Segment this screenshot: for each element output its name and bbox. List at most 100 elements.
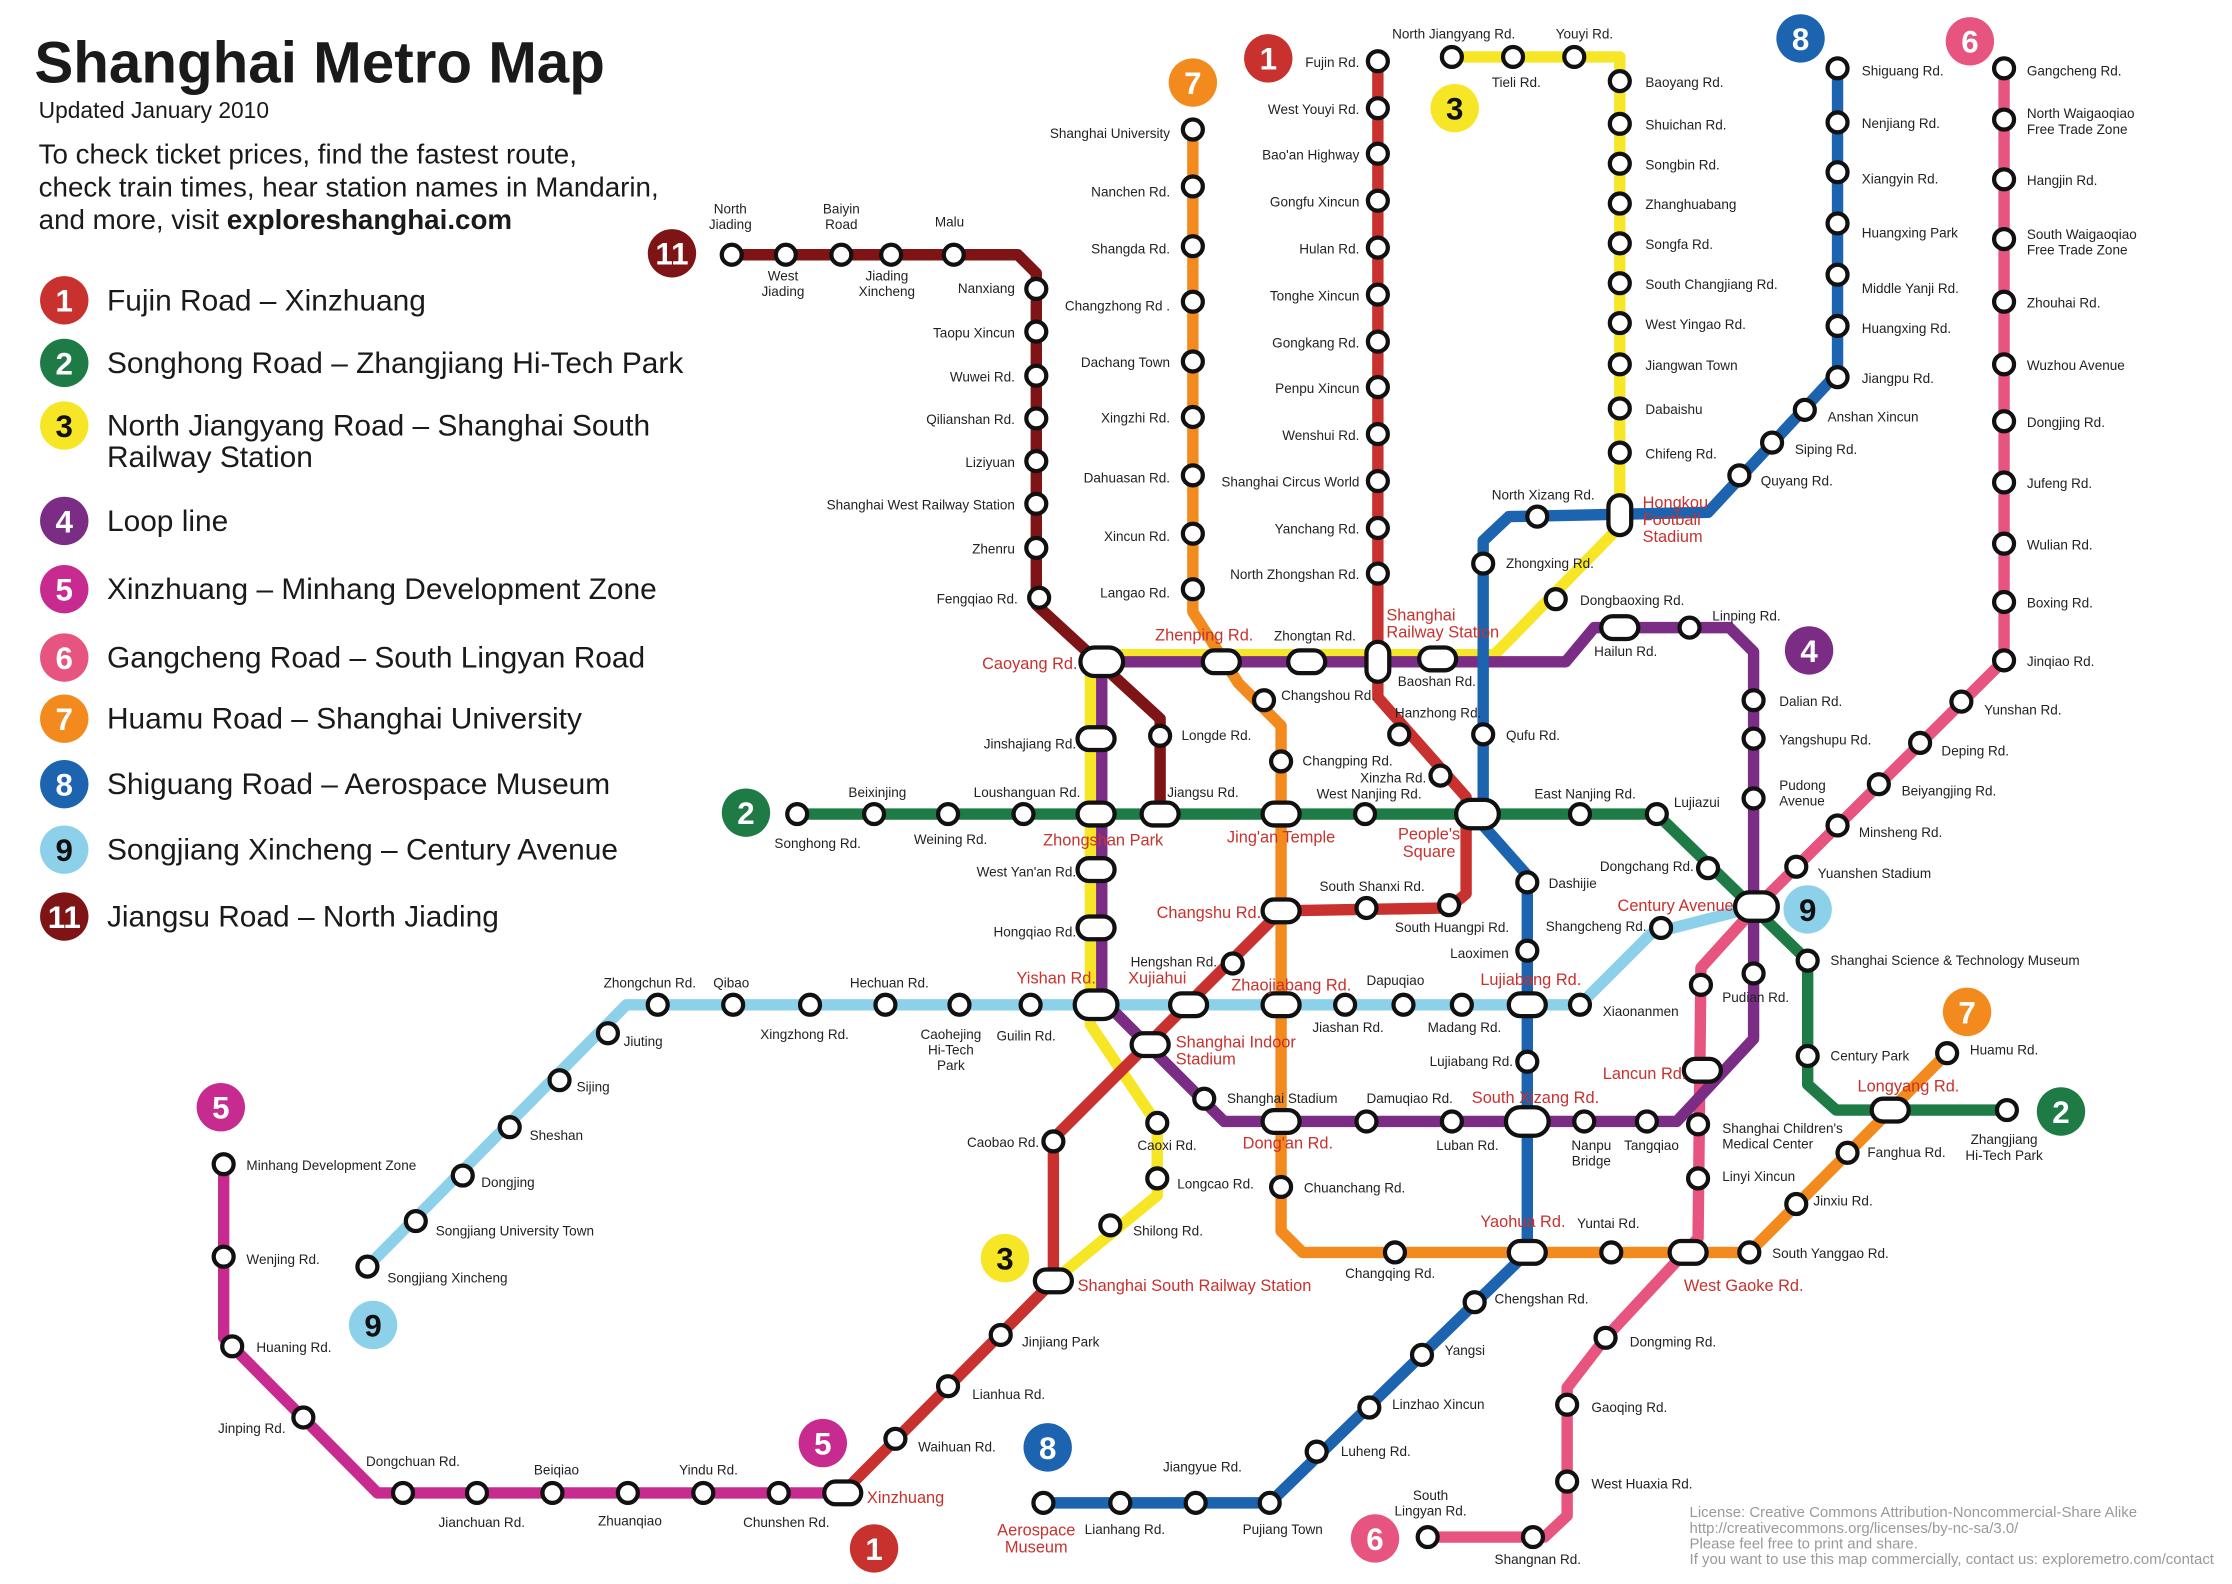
station-marker[interactable] <box>1759 430 1785 455</box>
station-marker[interactable] <box>1145 1110 1170 1135</box>
station-marker[interactable] <box>1382 1240 1408 1265</box>
station-marker[interactable] <box>1907 730 1933 755</box>
station-marker[interactable] <box>1365 375 1390 400</box>
interchange-station-marker[interactable] <box>822 1479 864 1507</box>
station-marker[interactable] <box>1183 1490 1208 1515</box>
station-marker[interactable] <box>1500 44 1526 70</box>
interchange-station-marker[interactable] <box>1260 800 1302 828</box>
station-marker[interactable] <box>1648 915 1674 941</box>
station-marker[interactable] <box>355 1254 380 1279</box>
station-marker[interactable] <box>1180 117 1205 142</box>
station-marker[interactable] <box>1572 1109 1597 1134</box>
station-marker[interactable] <box>797 992 823 1017</box>
station-marker[interactable] <box>645 992 670 1017</box>
station-marker[interactable] <box>1727 463 1752 488</box>
station-marker[interactable] <box>883 1426 908 1451</box>
station-marker[interactable] <box>1634 1109 1659 1134</box>
station-marker[interactable] <box>1607 310 1632 336</box>
station-marker[interactable] <box>1784 1191 1809 1217</box>
station-marker[interactable] <box>1593 1325 1618 1350</box>
station-marker[interactable] <box>403 1208 428 1234</box>
station-marker[interactable] <box>721 992 746 1017</box>
station-marker[interactable] <box>766 1480 791 1506</box>
station-marker[interactable] <box>1108 1490 1133 1515</box>
station-marker[interactable] <box>1607 191 1632 216</box>
station-marker[interactable] <box>1695 856 1721 881</box>
station-marker[interactable] <box>1365 421 1390 447</box>
station-marker[interactable] <box>1439 44 1464 70</box>
station-marker[interactable] <box>1525 504 1550 529</box>
interchange-station-marker[interactable] <box>1032 1267 1075 1295</box>
station-marker[interactable] <box>1991 648 2017 673</box>
station-marker[interactable] <box>1354 1109 1379 1134</box>
interchange-station-marker[interactable] <box>1364 639 1392 684</box>
interchange-station-marker[interactable] <box>1200 648 1242 676</box>
station-marker[interactable] <box>1365 561 1390 586</box>
station-marker[interactable] <box>1024 406 1049 431</box>
station-marker[interactable] <box>540 1480 565 1506</box>
station-marker[interactable] <box>1180 234 1205 259</box>
station-marker[interactable] <box>1024 491 1049 516</box>
station-marker[interactable] <box>1562 44 1587 70</box>
station-marker[interactable] <box>1471 722 1496 747</box>
station-marker[interactable] <box>1520 1524 1546 1550</box>
station-marker[interactable] <box>220 1334 245 1359</box>
station-marker[interactable] <box>1607 352 1632 377</box>
interchange-station-marker[interactable] <box>1260 897 1302 925</box>
station-marker[interactable] <box>1543 587 1568 612</box>
station-marker[interactable] <box>1825 211 1850 236</box>
station-marker[interactable] <box>1365 468 1390 494</box>
station-marker[interactable] <box>1024 319 1049 344</box>
interchange-station-marker[interactable] <box>1075 800 1117 828</box>
station-marker[interactable] <box>873 992 898 1017</box>
station-marker[interactable] <box>1741 786 1766 811</box>
station-marker[interactable] <box>390 1480 416 1506</box>
station-marker[interactable] <box>1449 992 1474 1017</box>
station-marker[interactable] <box>829 242 854 267</box>
station-marker[interactable] <box>1792 397 1817 422</box>
interchange-station-marker[interactable] <box>1599 614 1641 642</box>
station-marker[interactable] <box>1991 352 2017 377</box>
interchange-station-marker[interactable] <box>1075 725 1117 753</box>
station-marker[interactable] <box>1365 515 1390 541</box>
station-marker[interactable] <box>1409 1342 1435 1367</box>
station-marker[interactable] <box>1607 440 1632 465</box>
station-marker[interactable] <box>1795 1043 1820 1069</box>
station-marker[interactable] <box>1357 1395 1382 1420</box>
station-marker[interactable] <box>1365 235 1390 260</box>
station-marker[interactable] <box>1428 763 1453 788</box>
station-marker[interactable] <box>1515 870 1540 895</box>
station-marker[interactable] <box>615 1480 640 1506</box>
station-marker[interactable] <box>1991 107 2017 132</box>
station-marker[interactable] <box>1567 992 1593 1017</box>
station-marker[interactable] <box>1148 723 1173 748</box>
station-marker[interactable] <box>1677 615 1702 640</box>
station-marker[interactable] <box>1462 1290 1487 1315</box>
station-marker[interactable] <box>1607 396 1632 421</box>
station-marker[interactable] <box>947 992 972 1017</box>
station-marker[interactable] <box>1333 992 1358 1017</box>
station-marker[interactable] <box>1741 726 1766 751</box>
station-marker[interactable] <box>595 1021 621 1046</box>
station-marker[interactable] <box>1027 585 1052 610</box>
station-marker[interactable] <box>1825 56 1850 81</box>
station-marker[interactable] <box>1741 961 1766 986</box>
station-marker[interactable] <box>1268 749 1294 774</box>
station-marker[interactable] <box>1825 813 1850 838</box>
interchange-station-marker[interactable] <box>1503 1105 1551 1138</box>
station-marker[interactable] <box>291 1405 316 1430</box>
station-marker[interactable] <box>450 1163 475 1188</box>
interchange-station-marker[interactable] <box>1260 991 1302 1019</box>
station-marker[interactable] <box>1024 276 1049 302</box>
station-marker[interactable] <box>941 242 966 267</box>
station-marker[interactable] <box>1145 1166 1170 1191</box>
station-marker[interactable] <box>1304 1439 1329 1464</box>
interchange-station-marker[interactable] <box>1260 1107 1302 1135</box>
station-marker[interactable] <box>1607 151 1632 176</box>
